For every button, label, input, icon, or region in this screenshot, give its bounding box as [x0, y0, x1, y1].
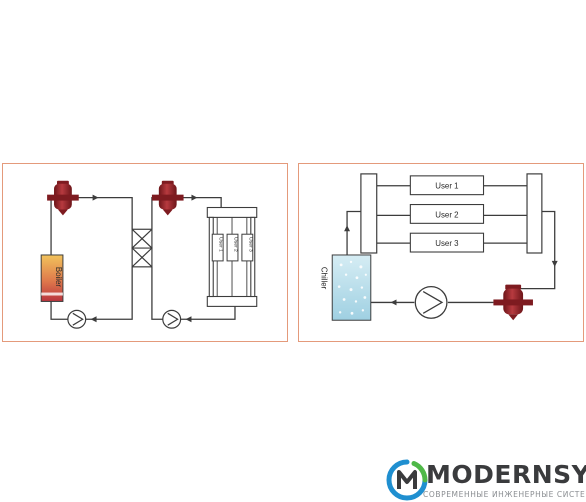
user-units: User 1 User 2 User 3 — [409, 175, 485, 253]
plate-heat-exchanger — [131, 228, 153, 268]
pump-icon — [67, 309, 87, 329]
user-unit: User 3 — [241, 233, 253, 262]
user-label: User 1 — [218, 237, 224, 252]
return-header — [526, 173, 543, 254]
chiller-supply-pipe — [346, 210, 361, 255]
supply-header — [360, 173, 378, 254]
user-units: User 1 User 2 User 3 — [211, 233, 253, 262]
air-separator-icon — [151, 180, 184, 216]
user-label: User 2 — [435, 210, 458, 219]
chiller-label: Chiller — [319, 267, 328, 290]
logo-wordmark: MODERNSYS — [426, 460, 586, 489]
user-label: User 1 — [435, 182, 459, 191]
cooling-circuit-diagram: User 1 User 2 User 3 Chiller — [298, 163, 584, 342]
air-separator-icon — [493, 284, 533, 321]
return-pipe-upper — [513, 210, 556, 290]
flow-arrow-icon — [551, 260, 558, 267]
user-label: User 2 — [232, 237, 238, 252]
user-unit: User 2 — [409, 203, 485, 224]
snowflake-icon — [337, 260, 367, 315]
boiler-label: Boiler — [54, 267, 63, 288]
user-unit: User 1 — [409, 175, 485, 196]
logo-tagline: СОВРЕМЕННЫЕ ИНЖЕНЕРНЫЕ СИСТЕМЫ — [423, 490, 586, 499]
secondary-return-pipe — [151, 266, 236, 320]
boiler: Boiler — [40, 254, 64, 302]
modernsys-logo: MODERNSYS СОВРЕМЕННЫЕ ИНЖЕНЕРНЫЕ СИСТЕМЫ — [386, 458, 586, 502]
chiller: Chiller — [319, 254, 372, 321]
cooling-circuit-svg: User 1 User 2 User 3 Chiller — [319, 173, 558, 321]
heating-circuit-svg: Boiler — [40, 180, 258, 329]
flow-arrow-icon — [92, 194, 99, 201]
user-unit: User 2 — [226, 233, 238, 262]
secondary-supply-pipe — [151, 196, 222, 230]
flow-arrow-icon — [390, 299, 397, 306]
user-unit: User 3 — [409, 232, 485, 253]
pump-icon — [162, 309, 182, 329]
logo-mark-icon — [386, 459, 428, 501]
pump-icon — [414, 285, 448, 319]
flow-arrow-icon — [191, 194, 198, 201]
flow-arrow-icon — [185, 316, 192, 323]
flow-arrow-icon — [344, 225, 351, 232]
flow-arrow-icon — [90, 316, 97, 323]
air-separator-icon — [47, 180, 79, 216]
user-unit: User 1 — [211, 233, 224, 262]
user-label: User 3 — [435, 239, 459, 248]
user-label: User 3 — [247, 237, 253, 252]
boiler-supply-pipe — [50, 196, 133, 255]
heating-circuit-diagram: Boiler — [2, 163, 288, 342]
